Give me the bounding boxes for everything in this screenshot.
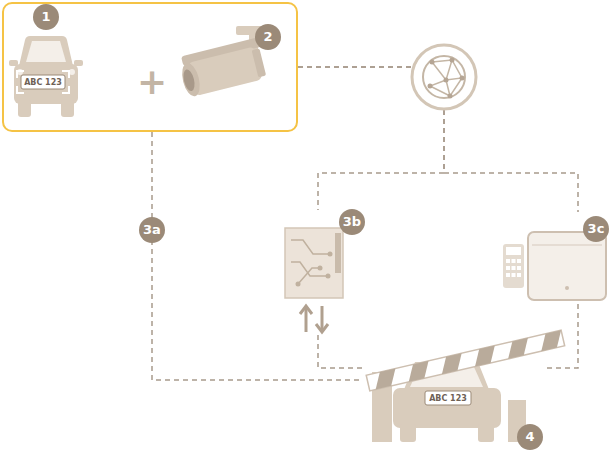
callout-number: 3b bbox=[339, 209, 365, 235]
callout-number: 3c bbox=[583, 216, 609, 242]
network-link bbox=[152, 132, 362, 380]
plate-text: ABC 123 bbox=[24, 78, 62, 87]
plate-text: ABC 123 bbox=[429, 394, 467, 403]
callout-number: 4 bbox=[517, 424, 543, 450]
plus-sign: + bbox=[137, 64, 167, 100]
io-controller: 3b bbox=[278, 210, 368, 335]
network-link bbox=[318, 335, 362, 368]
door-controller: 3c bbox=[498, 212, 610, 304]
callout-number: 3a bbox=[139, 217, 165, 243]
callout-number: 2 bbox=[255, 24, 281, 50]
door-controller-icon bbox=[503, 232, 606, 300]
callout-number: 1 bbox=[33, 4, 59, 30]
scan-brackets bbox=[17, 71, 69, 93]
io-board-icon bbox=[285, 228, 343, 332]
barrier-gate: ABC 123 4 bbox=[362, 340, 544, 451]
car-front-icon bbox=[9, 36, 83, 117]
system-box: 1ABC 123 +2 bbox=[2, 2, 298, 132]
network-globe bbox=[412, 45, 476, 109]
